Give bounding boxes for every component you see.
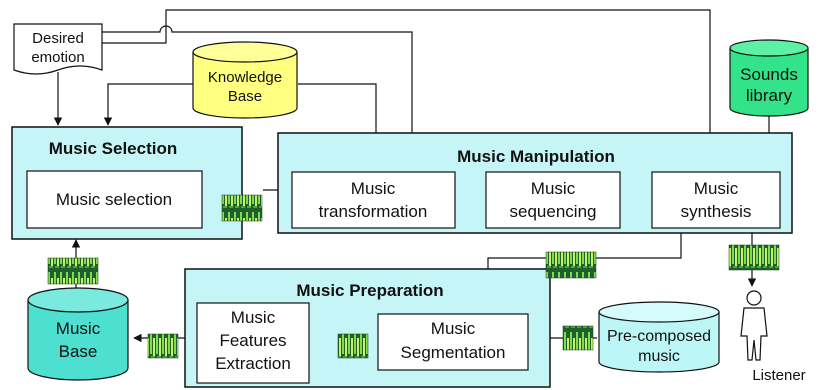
knowledge-base-line-2: Base (228, 88, 262, 105)
music-spectrogram-icon (728, 244, 780, 271)
music-selection-box-label: Music selection (56, 190, 172, 209)
music-preparation-title: Music Preparation (296, 281, 443, 300)
arrow-top-to-synthesis (102, 9, 715, 171)
music-preparation-module: Music Preparation Music Segmentation Mus… (184, 268, 551, 388)
sounds-library-line-2: library (746, 86, 793, 105)
music-spectrogram-icon (221, 194, 263, 222)
sounds-library-cylinder: Sounds library (729, 39, 809, 117)
listener-label: Listener (752, 367, 805, 384)
knowledge-base-cylinder: Knowledge Base (192, 41, 298, 119)
sequencing-line-2: sequencing (510, 202, 597, 221)
arrow-emotion-to-transformation (102, 25, 417, 171)
music-spectrogram-icons (47, 194, 780, 359)
music-spectrogram-icon (545, 251, 597, 279)
music-selection-title: Music Selection (49, 139, 177, 158)
music-base-line-2: Base (59, 342, 98, 361)
listener-person-icon (740, 290, 768, 361)
music-spectrogram-icon (147, 333, 179, 359)
synthesis-line-1: Music (694, 179, 739, 198)
sounds-library-line-1: Sounds (740, 65, 798, 84)
music-base-line-1: Music (56, 319, 101, 338)
pre-composed-music-cylinder: Pre-composed music (598, 301, 720, 373)
music-spectrogram-icon (47, 257, 99, 285)
music-manipulation-title: Music Manipulation (457, 147, 615, 166)
arrow-kb-to-selection (103, 83, 193, 126)
sequencing-line-1: Music (531, 179, 576, 198)
knowledge-base-line-1: Knowledge (208, 69, 282, 86)
music-spectrogram-icon (337, 333, 369, 359)
features-line-2: Features (219, 331, 286, 350)
segmentation-line-1: Music (431, 319, 476, 338)
desired-emotion-line-2: emotion (31, 49, 84, 66)
desired-emotion-line-1: Desired (32, 30, 84, 47)
music-base-cylinder: Music Base (27, 287, 129, 381)
desired-emotion-input: Desired emotion (13, 23, 103, 75)
features-line-1: Music (231, 308, 276, 327)
features-line-3: Extraction (215, 354, 291, 373)
music-manipulation-module: Music Manipulation Music transformation … (277, 132, 793, 234)
music-selection-module: Music Selection Music selection (11, 126, 243, 240)
pre-composed-line-1: Pre-composed (607, 328, 711, 345)
transformation-line-2: transformation (319, 202, 428, 221)
synthesis-line-2: synthesis (681, 202, 752, 221)
music-spectrogram-icon (562, 325, 594, 351)
segmentation-line-2: Segmentation (401, 343, 506, 362)
transformation-line-1: Music (351, 179, 396, 198)
pre-composed-line-2: music (638, 348, 680, 365)
